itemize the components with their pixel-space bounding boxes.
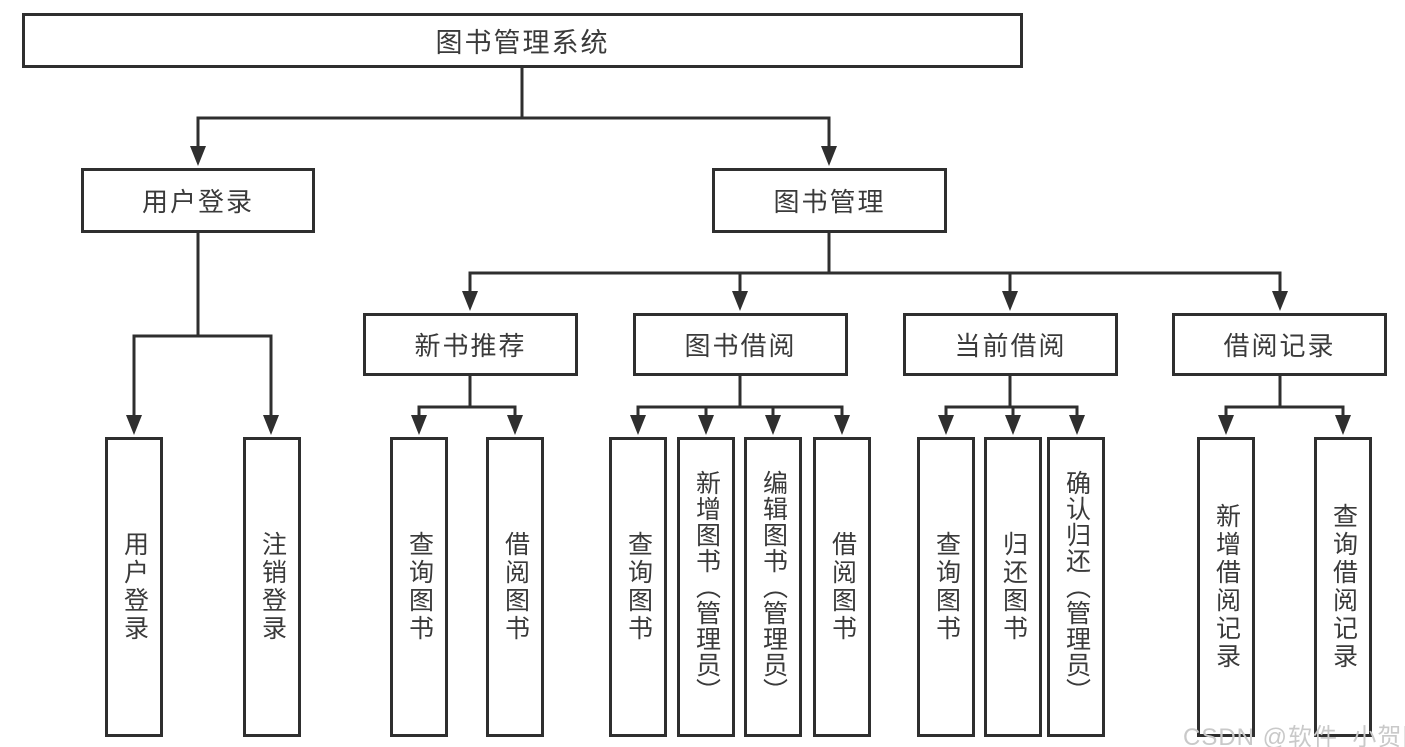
- edge-user-login-to-leaves: [126, 233, 279, 435]
- leaf-newrec-query-book: 查询图书: [390, 437, 448, 737]
- leaf-borrow-add-book-admin: 新增图书（管理员）: [677, 437, 735, 737]
- leaf-user-login: 用户登录: [105, 437, 163, 737]
- leaf-borrow-query-book: 查询图书: [609, 437, 667, 737]
- edge-book-borrow-to-leaves: [630, 376, 850, 435]
- leaf-borrow-edit-book-admin: 编辑图书（管理员）: [744, 437, 802, 737]
- leaf-records-query-record: 查询借阅记录: [1314, 437, 1372, 737]
- node-book-management: 图书管理: [712, 168, 947, 233]
- leaf-current-confirm-return-admin: 确认归还（管理员）: [1047, 437, 1105, 737]
- node-root-system: 图书管理系统: [22, 13, 1023, 68]
- node-user-login: 用户登录: [81, 168, 315, 233]
- node-borrow-records: 借阅记录: [1172, 313, 1387, 376]
- leaf-records-add-record: 新增借阅记录: [1197, 437, 1255, 737]
- leaf-current-query-book: 查询图书: [917, 437, 975, 737]
- edge-borrow-records-to-leaves: [1218, 376, 1351, 435]
- node-book-borrow: 图书借阅: [633, 313, 848, 376]
- node-new-book-recommend: 新书推荐: [363, 313, 578, 376]
- leaf-borrow-borrow-book: 借阅图书: [813, 437, 871, 737]
- edge-root-to-branches: [190, 68, 837, 166]
- leaf-current-return-book: 归还图书: [984, 437, 1042, 737]
- leaf-newrec-borrow-book: 借阅图书: [486, 437, 544, 737]
- leaf-logout: 注销登录: [243, 437, 301, 737]
- node-current-borrow: 当前借阅: [903, 313, 1118, 376]
- edge-new-book-to-leaves: [411, 376, 523, 435]
- edge-current-borrow-to-leaves: [938, 376, 1085, 435]
- csdn-watermark: CSDN @软件_小贺同学: [1183, 724, 1405, 747]
- edge-book-mgmt-to-sections: [462, 233, 1288, 311]
